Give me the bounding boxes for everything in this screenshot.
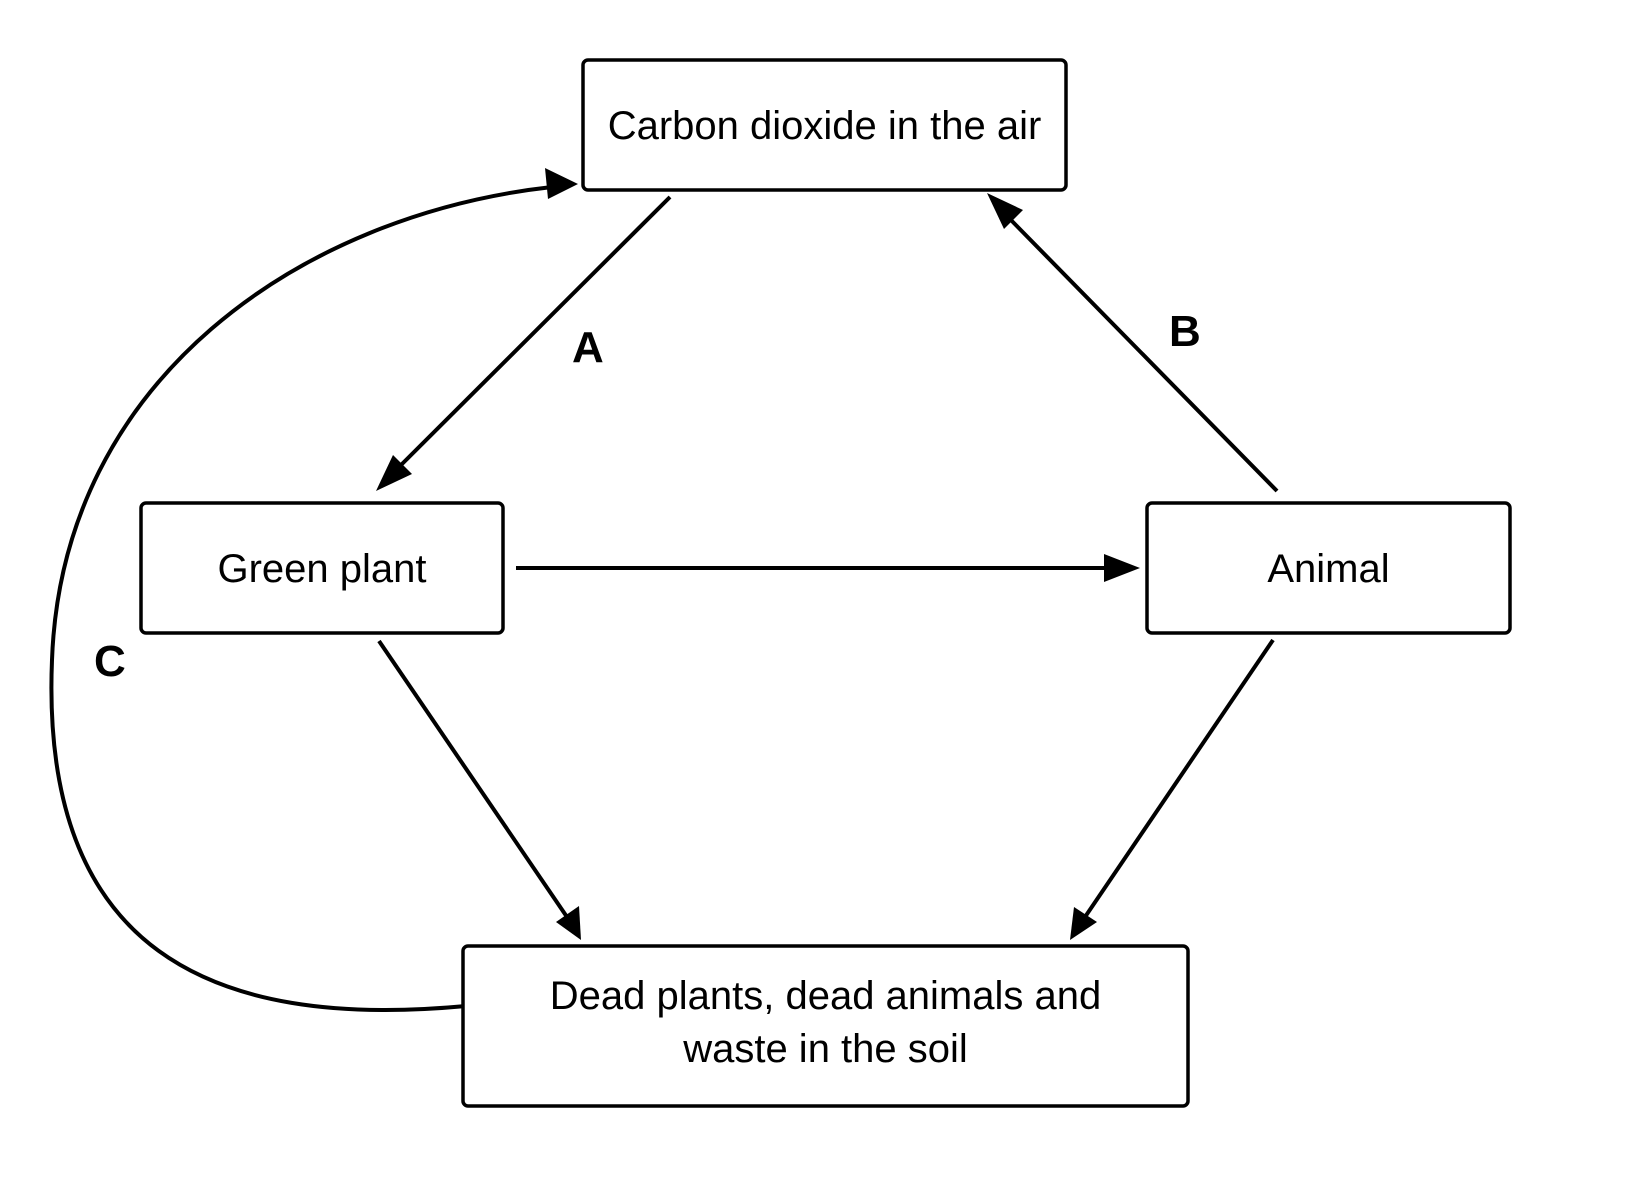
- node-soil-label-line2: waste in the soil: [682, 1027, 968, 1071]
- node-soil: Dead plants, dead animals and waste in t…: [461, 944, 1190, 1108]
- arrowhead-co2-left: [545, 168, 578, 199]
- node-co2-box: [581, 58, 1068, 192]
- node-animal: Animal: [1145, 501, 1512, 635]
- node-animal-label: Animal: [1267, 547, 1389, 591]
- edge-label-b: B: [1169, 307, 1201, 356]
- edges: [49, 168, 1279, 1013]
- arrowhead-soil-right: [1070, 907, 1097, 940]
- node-plant-box: [139, 501, 505, 635]
- edge-label-c: C: [94, 637, 126, 686]
- node-soil-box: [461, 944, 1190, 1108]
- arrowhead-plant: [376, 455, 412, 491]
- arrowhead-animal: [1104, 554, 1140, 582]
- edge-animal-to-soil: [1083, 638, 1275, 919]
- node-plant: Green plant: [139, 501, 505, 635]
- arrowhead-co2-right: [987, 193, 1023, 229]
- edge-co2-to-plant: [394, 195, 672, 472]
- edge-animal-to-co2: [1004, 213, 1279, 493]
- edge-label-a: A: [572, 323, 604, 372]
- edge-plant-to-soil: [377, 639, 569, 919]
- node-co2-label: Carbon dioxide in the air: [608, 104, 1042, 148]
- node-co2: Carbon dioxide in the air: [581, 58, 1068, 192]
- node-plant-label: Green plant: [217, 547, 426, 591]
- edge-soil-to-co2: [49, 185, 553, 1013]
- node-soil-label-line1: Dead plants, dead animals and: [550, 974, 1101, 1018]
- node-animal-box: [1145, 501, 1512, 635]
- arrowhead-soil-left: [556, 906, 581, 940]
